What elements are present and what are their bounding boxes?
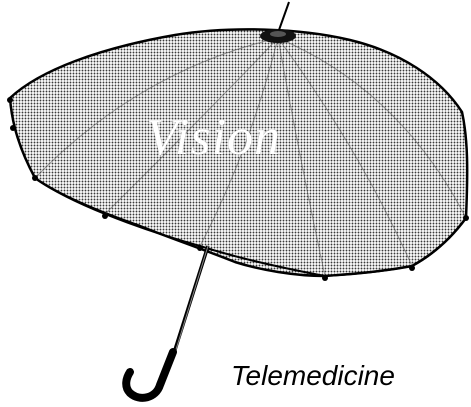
- umbrella-top: [260, 2, 296, 43]
- umbrella-handle: [126, 352, 173, 398]
- caption: Telemedicine: [231, 360, 395, 392]
- canopy-title: Vision: [146, 108, 281, 167]
